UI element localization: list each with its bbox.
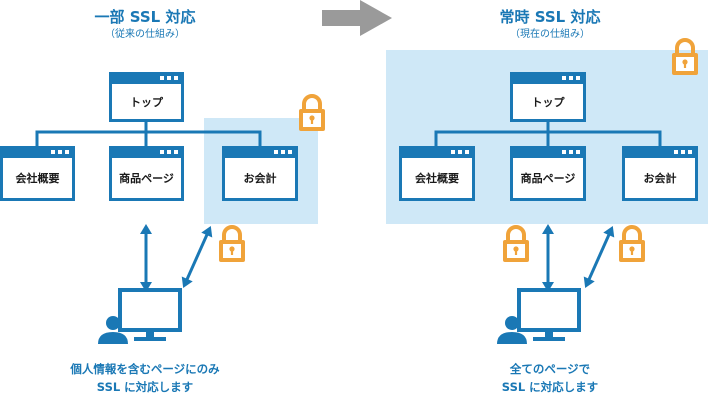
page-window-company: 会社概要 xyxy=(0,146,75,201)
right-subtitle: （現在の仕組み） xyxy=(510,29,590,40)
page-label: 商品ページ xyxy=(520,172,576,185)
caption-line: SSL に対応します xyxy=(501,380,599,394)
page-window-account: お会計 xyxy=(222,146,298,201)
lock-icon xyxy=(501,225,531,264)
page-window-top: トップ xyxy=(510,72,586,122)
page-label: 商品ページ xyxy=(119,172,174,185)
page-label: お会計 xyxy=(643,172,677,185)
left-title: 一部 SSL 対応 xyxy=(94,8,196,26)
tree-lines-left xyxy=(35,122,262,146)
caption-line: SSL に対応します xyxy=(96,380,194,394)
page-window-product: 商品ページ xyxy=(109,146,184,201)
user-computer-icon xyxy=(96,288,182,346)
lock-icon xyxy=(217,225,247,264)
double-arrow-icon xyxy=(176,221,218,293)
lock-icon xyxy=(617,225,647,264)
right-title: 常時 SSL 対応 xyxy=(499,8,601,26)
double-arrow-icon xyxy=(578,221,620,293)
double-arrow-icon xyxy=(138,222,154,294)
right-caption: 全てのページで SSL に対応します xyxy=(430,360,670,396)
page-label: お会計 xyxy=(243,172,277,185)
double-arrow-icon xyxy=(540,222,556,294)
tree-lines-right xyxy=(434,122,662,146)
page-label: トップ xyxy=(531,95,565,109)
page-window-product: 商品ページ xyxy=(510,146,586,201)
page-window-account: お会計 xyxy=(622,146,698,201)
right-arrow-icon xyxy=(322,0,392,36)
user-computer-icon xyxy=(495,288,581,346)
left-subtitle: （従来の仕組み） xyxy=(105,29,185,40)
page-label: トップ xyxy=(130,95,163,109)
caption-line: 個人情報を含むページにのみ xyxy=(70,362,220,376)
page-window-top: トップ xyxy=(109,72,184,122)
lock-icon xyxy=(297,94,327,133)
page-window-company: 会社概要 xyxy=(399,146,475,201)
lock-icon xyxy=(670,38,700,77)
left-caption: 個人情報を含むページにのみ SSL に対応します xyxy=(20,360,270,396)
caption-line: 全てのページで xyxy=(509,362,591,376)
page-label: 会社概要 xyxy=(415,172,459,185)
page-label: 会社概要 xyxy=(15,172,60,185)
